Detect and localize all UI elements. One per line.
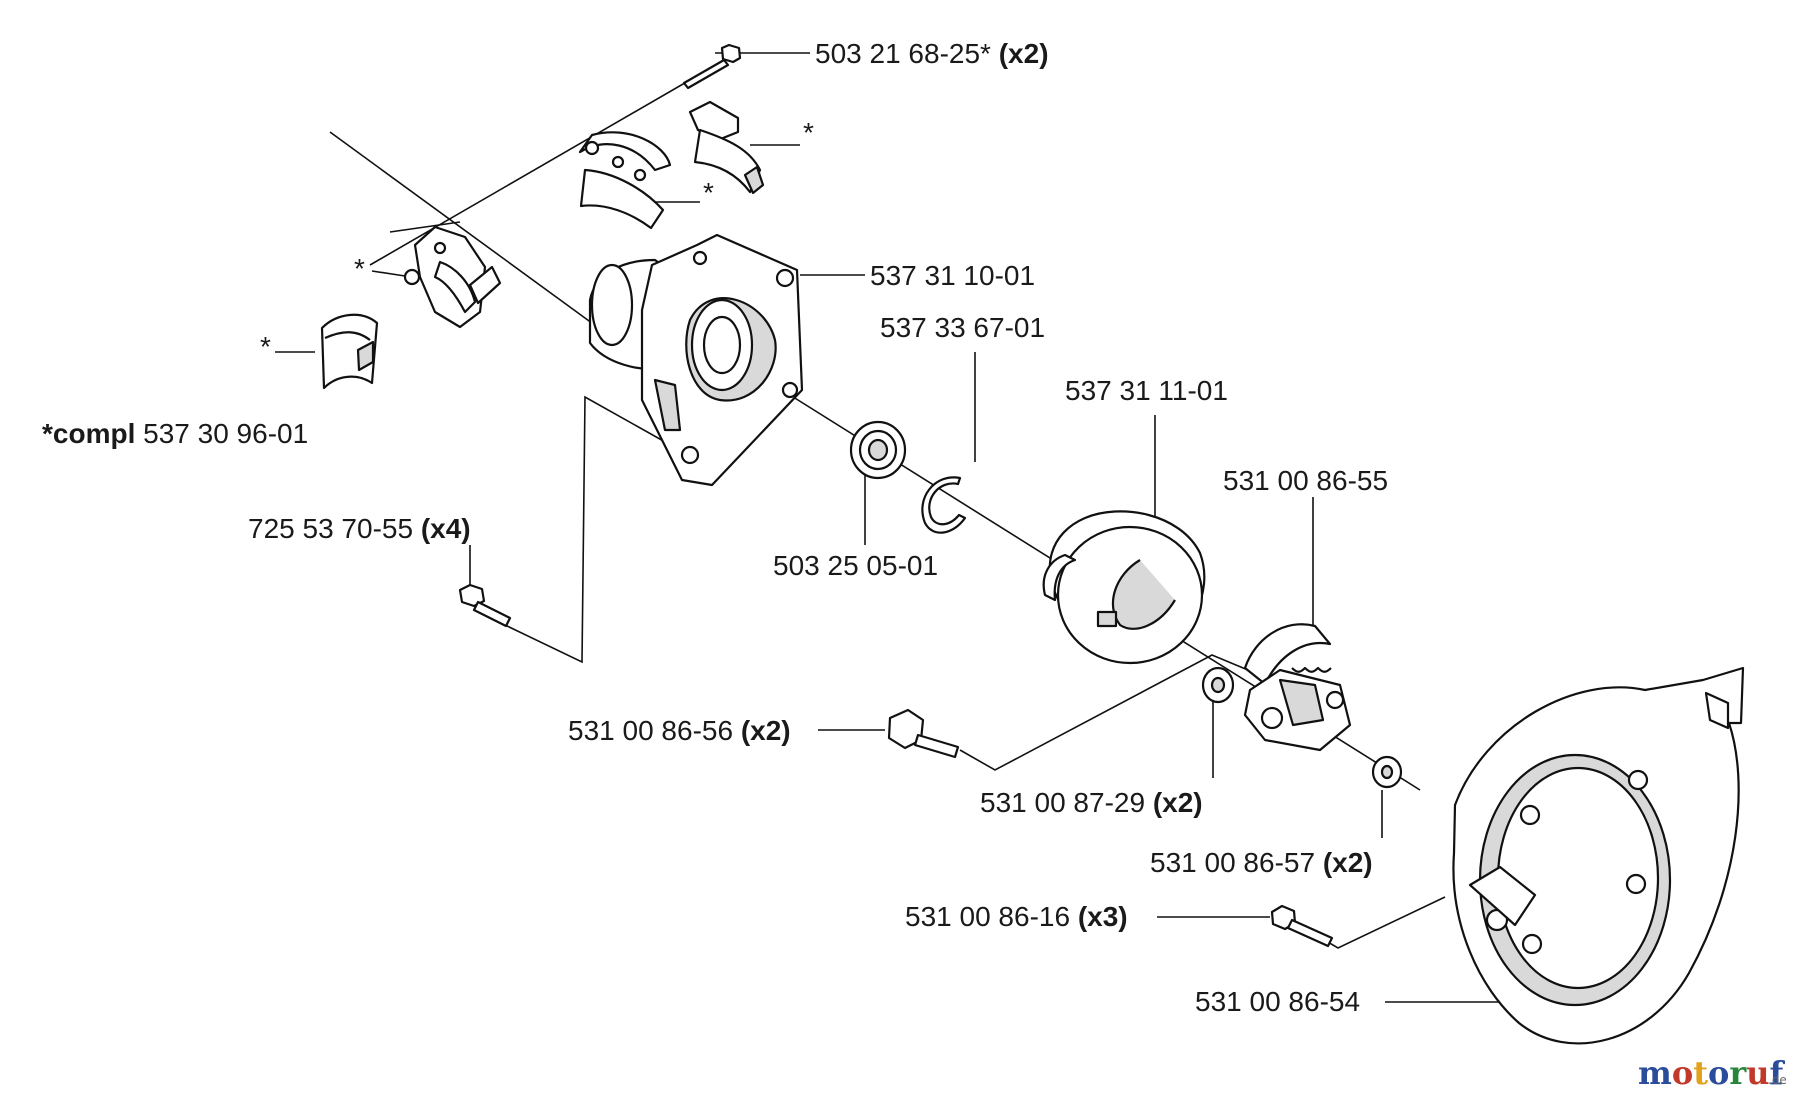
clamp-lower-part (578, 131, 672, 230)
label-shoulder-screw: 531 00 86-56 (x2) (568, 715, 791, 746)
label-drum: 537 31 11-01 (1065, 375, 1228, 406)
screw-x3-part (1270, 904, 1334, 948)
clutch-drum-part (1042, 510, 1206, 665)
watermark-logo: motoruf .de (1638, 1054, 1787, 1092)
washer-part (1201, 666, 1235, 704)
label-cover: 531 00 86-54 (1195, 986, 1360, 1017)
label-star-1: * (803, 117, 814, 148)
label-star-4: * (260, 331, 271, 362)
cover-part (1452, 666, 1745, 1045)
label-screw-x4: 725 53 70-55 (x4) (248, 513, 471, 544)
leader-star-3 (371, 270, 406, 277)
label-star-3: * (354, 253, 365, 284)
label-circlip: 537 33 67-01 (880, 312, 1045, 343)
clamp-upper-part (688, 100, 765, 195)
watermark-text: motoruf (1638, 1054, 1785, 1092)
shoulder-screw-part (887, 708, 960, 759)
watermark-letter-5: r (1729, 1054, 1747, 1092)
washer-2-part (1371, 755, 1403, 789)
watermark-letter-7: f (1769, 1054, 1785, 1092)
bearing-part (849, 420, 907, 480)
circlip-part (921, 476, 967, 534)
watermark-letter-3: t (1693, 1054, 1708, 1092)
label-bearing: 503 25 05-01 (773, 550, 938, 581)
watermark-letter-6: u (1746, 1054, 1769, 1092)
screw-top-part (682, 43, 742, 90)
label-washer-2: 531 00 86-57 (x2) (1150, 847, 1373, 878)
watermark-letter-2: o (1672, 1054, 1693, 1092)
screw-x4-part (458, 583, 512, 628)
watermark-suffix: .de (1768, 1073, 1787, 1087)
label-housing: 537 31 10-01 (870, 260, 1035, 291)
label-kit: *compl 537 30 96-01 (42, 418, 308, 449)
screw-bridge-line (389, 221, 461, 233)
clutch-part (1243, 623, 1352, 752)
small-clamp-part (320, 313, 379, 390)
leader-screw-x4-bottom (504, 395, 716, 664)
label-screw-top: 503 21 68-25* (x2) (815, 38, 1049, 69)
screw-axis-line (369, 57, 729, 266)
watermark-letter-4: o (1708, 1054, 1729, 1092)
bracket-part (403, 225, 502, 329)
watermark-letter-1: m (1638, 1054, 1672, 1092)
label-clutch: 531 00 86-55 (1223, 465, 1388, 496)
part-labels: 503 21 68-25* (x2) * * * * 537 31 10-01 … (42, 38, 1388, 1017)
label-screw-x3: 531 00 86-16 (x3) (905, 901, 1128, 932)
label-star-2: * (703, 177, 714, 208)
housing-part (588, 233, 804, 487)
label-washer: 531 00 87-29 (x2) (980, 787, 1203, 818)
